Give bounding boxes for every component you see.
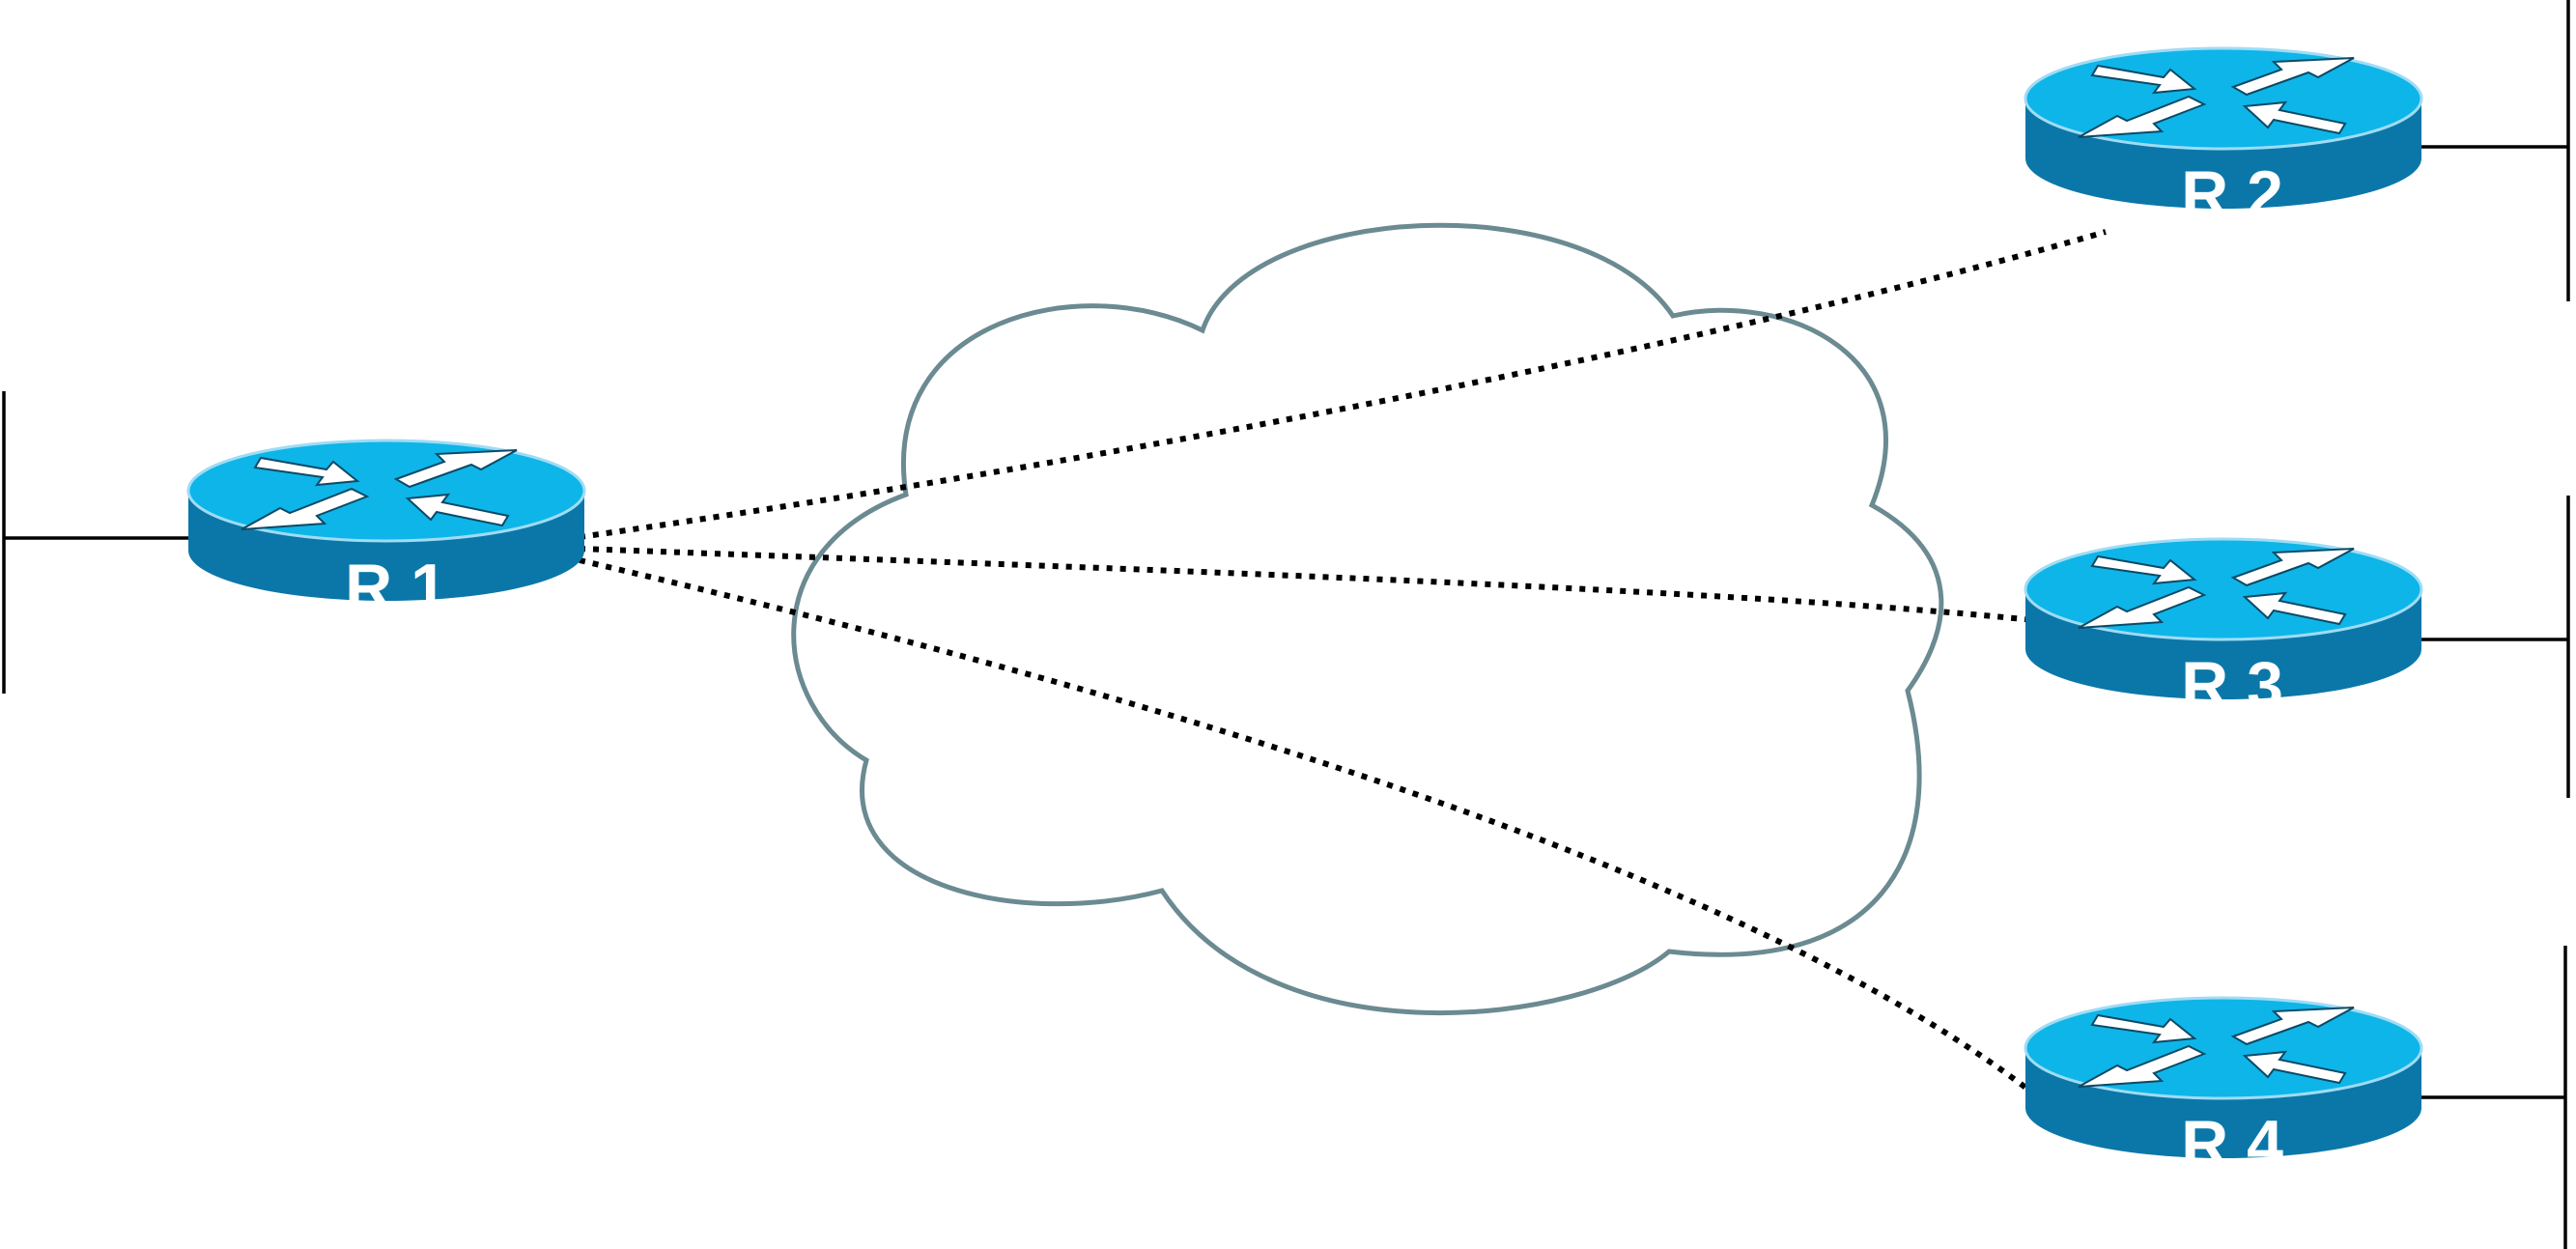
router-r3-label: R 3 <box>2181 648 2283 722</box>
router-r4[interactable]: R 4 <box>2024 996 2423 1180</box>
router-r3[interactable]: R 3 <box>2024 537 2423 722</box>
router-r4-label: R 4 <box>2181 1107 2283 1180</box>
router-r1-label: R 1 <box>345 551 447 624</box>
link-r1-r3 <box>579 546 2044 624</box>
links <box>579 229 2107 1093</box>
network-cloud-icon <box>791 222 1944 1015</box>
router-r1[interactable]: R 1 <box>186 439 586 624</box>
link-r1-r2 <box>579 229 2107 540</box>
router-r2-label: R 2 <box>2181 157 2283 231</box>
router-r2[interactable]: R 2 <box>2024 46 2423 231</box>
